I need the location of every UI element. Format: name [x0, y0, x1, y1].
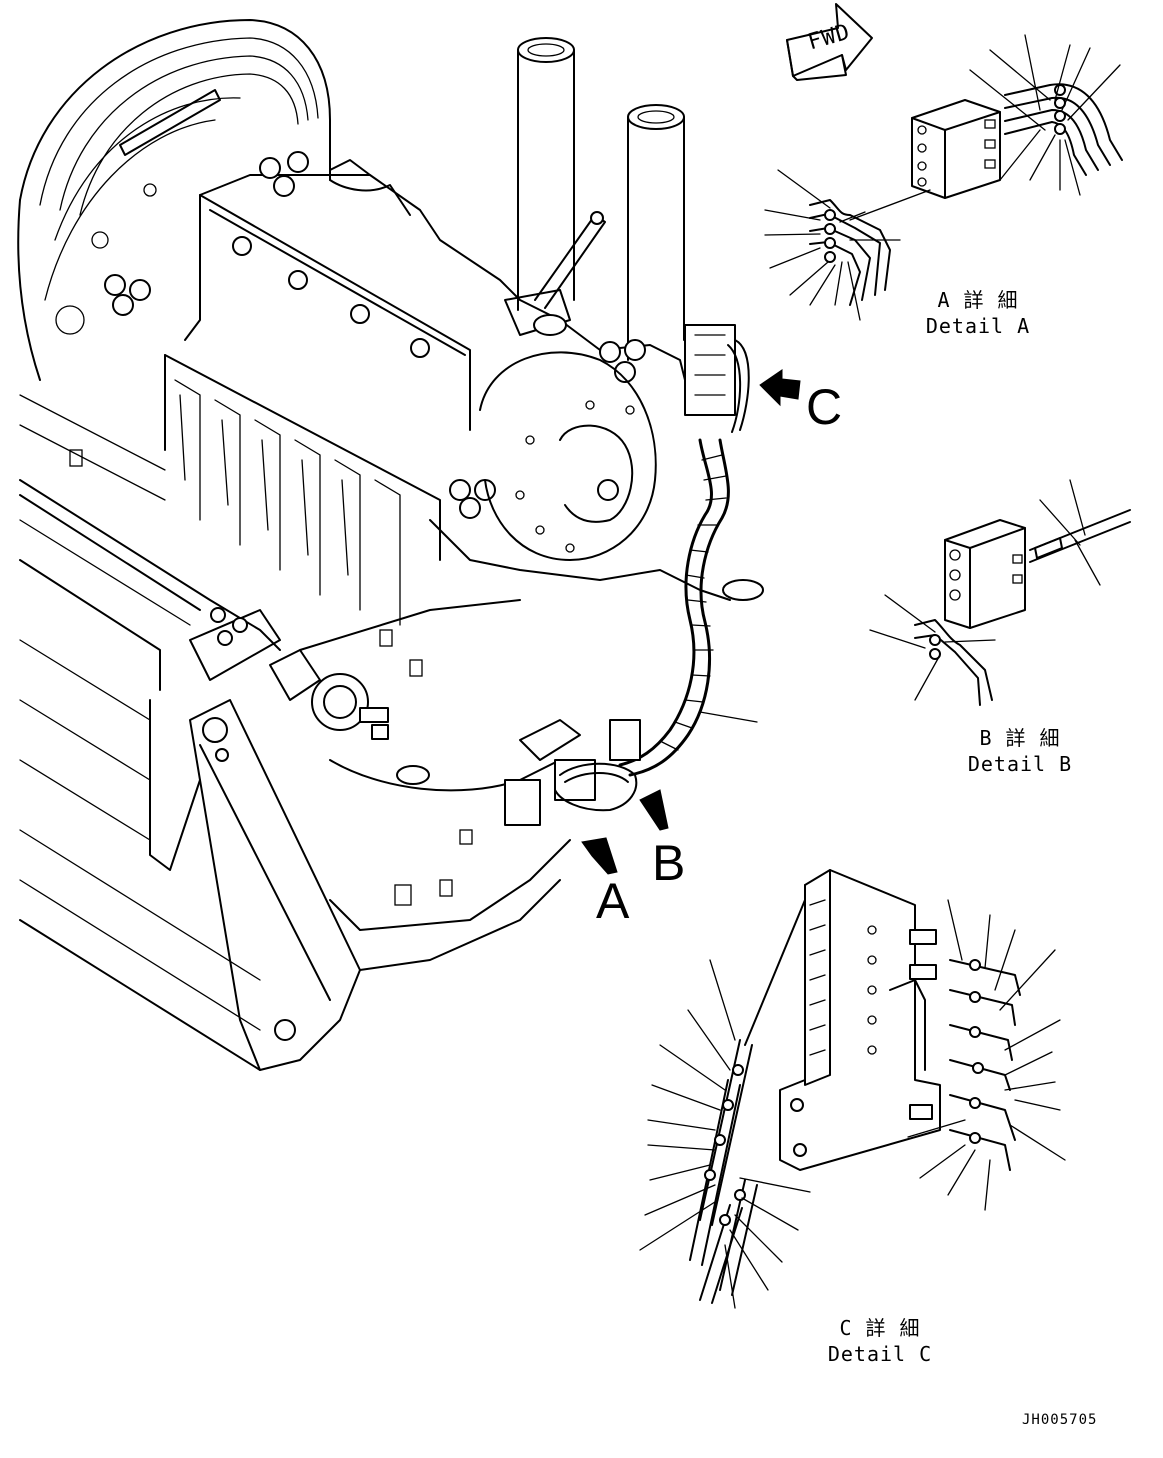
wire-harness: [504, 324, 758, 826]
drawing-code: JH005705: [1022, 1412, 1098, 1428]
view-arrow-a: [581, 837, 618, 875]
view-arrows: [581, 369, 801, 875]
bracket-plate: [149, 607, 361, 1071]
housing-frame: [104, 151, 691, 561]
detail-b-drawing: [869, 479, 1131, 706]
detail-c-title-jp: C 詳 細: [839, 1316, 921, 1340]
main-assembly: [17, 19, 764, 1071]
fwd-arrow: [786, 3, 873, 81]
detail-b-title-en: Detail B: [967, 752, 1073, 776]
detail-a-drawing: [764, 34, 1123, 321]
radiator-block: [164, 354, 441, 626]
center-fitting: [269, 649, 389, 740]
cylinders: [517, 37, 685, 361]
view-label-a: A: [596, 873, 630, 929]
detail-a-title-en: Detail A: [925, 314, 1031, 338]
detail-b-title-jp: B 詳 細: [979, 726, 1061, 750]
detail-c-title-en: Detail C: [827, 1342, 933, 1366]
bolt-clusters: [104, 151, 646, 519]
detail-c-drawing: [639, 869, 1066, 1309]
hub-flange: [479, 351, 657, 561]
drum-wheel: [17, 19, 331, 381]
view-label-c: C: [806, 379, 843, 435]
detail-a-title-jp: A 詳 細: [937, 288, 1019, 312]
view-arrow-b: [639, 789, 669, 831]
linkage: [504, 211, 606, 336]
view-arrow-c: [759, 369, 801, 407]
lower-housing: [299, 519, 764, 971]
view-label-b: B: [652, 835, 686, 891]
lower-frame: [19, 394, 281, 1071]
